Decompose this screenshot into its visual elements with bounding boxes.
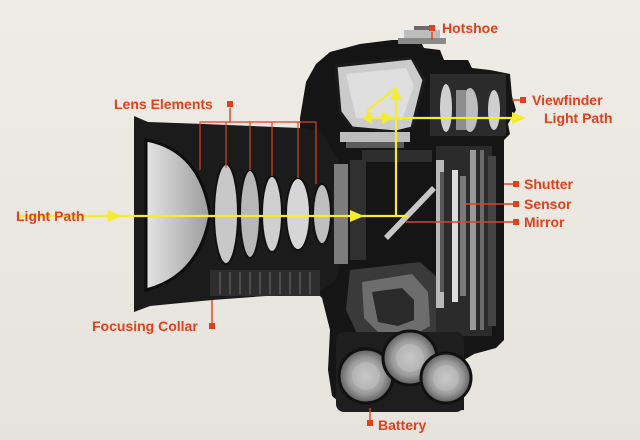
focusing-collar-ring [210, 270, 320, 296]
light-path-lines [20, 87, 524, 218]
hotshoe-mount [398, 26, 446, 44]
lens-element [239, 169, 261, 259]
light-path-arrow [350, 210, 364, 222]
lens-assembly [134, 116, 348, 312]
label-viewfinder-light-path: Light Path [544, 110, 613, 126]
light-path-arrow [390, 88, 402, 100]
light-path-arrow [362, 112, 372, 124]
label-mirror: Mirror [524, 214, 565, 230]
label-lens-elements: Lens Elements [114, 96, 213, 112]
label-hotshoe: Hotshoe [442, 20, 498, 36]
lens-element [312, 183, 332, 245]
light-path-arrows [108, 88, 526, 222]
label-viewfinder: Viewfinder [532, 92, 603, 108]
light-path-arrow [382, 112, 394, 124]
light-path-arrow [512, 112, 526, 124]
element-bracket-lines [199, 121, 317, 184]
lens-element [261, 175, 283, 253]
sensor-assembly [452, 170, 466, 302]
circuit-board [470, 150, 496, 330]
callout-dots [209, 25, 526, 426]
shutter-assembly [436, 160, 444, 308]
eyepiece [430, 74, 506, 136]
light-path-arrow [108, 210, 122, 222]
label-light-path: Light Path [16, 208, 85, 224]
collar-grip-ridges [219, 272, 311, 294]
lens-element [285, 177, 311, 251]
label-sensor: Sensor [524, 196, 572, 212]
lens-element [213, 163, 239, 265]
mirror-box [350, 150, 436, 260]
grip-inner [372, 288, 414, 326]
label-battery: Battery [378, 417, 427, 433]
label-shutter: Shutter [524, 176, 573, 192]
reflex-mirror [384, 186, 436, 240]
label-focusing-collar: Focusing Collar [92, 318, 198, 334]
battery-pack [336, 329, 473, 412]
camera-body [300, 26, 516, 412]
lens-mount [334, 164, 348, 264]
